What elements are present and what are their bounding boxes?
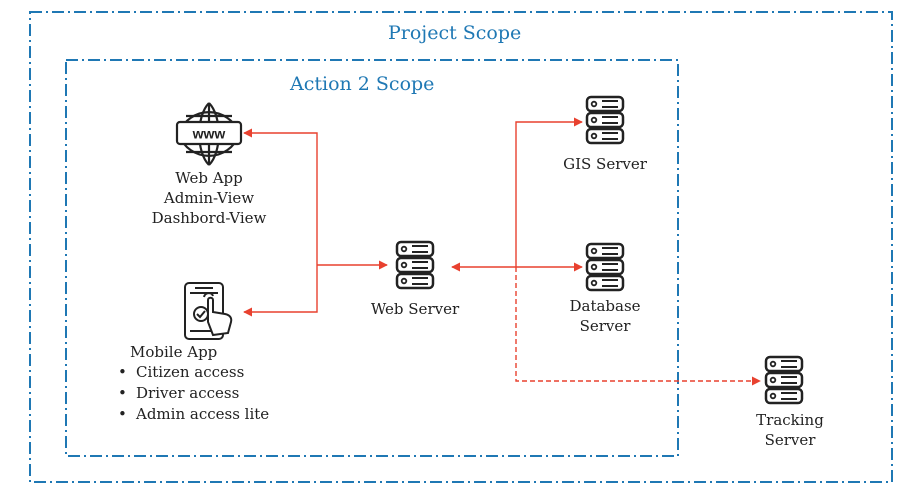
- project-scope-box: [29, 11, 893, 483]
- server-line: Server: [764, 431, 816, 449]
- mobile-app-title: Mobile App: [130, 343, 218, 361]
- mobile-app-features: Citizen access Driver access Admin acces…: [118, 362, 269, 425]
- web-server-icon: [395, 240, 435, 290]
- list-item: Citizen access: [118, 362, 269, 383]
- admin-view-line: Admin-View: [163, 189, 255, 207]
- database-server-label: Database Server: [550, 296, 660, 336]
- mobile-touch-icon: [184, 282, 233, 340]
- gis-server-icon: [585, 95, 625, 145]
- connectors: [243, 117, 761, 386]
- tracking-server-icon: [764, 355, 804, 405]
- dashboard-view-line: Dashbord-View: [151, 209, 267, 227]
- gis-server-label: GIS Server: [563, 155, 647, 173]
- server-line: Server: [579, 317, 631, 335]
- web-app-connector: [243, 128, 318, 265]
- list-item: Driver access: [118, 383, 269, 404]
- tracking-server-connector: [515, 267, 761, 386]
- tracking-server-label: Tracking Server: [735, 410, 845, 450]
- mobile-app-connector: [243, 265, 318, 317]
- web-app-label: Web App Admin-View Dashbord-View: [124, 168, 294, 228]
- action-scope-title: Action 2 Scope: [290, 73, 435, 95]
- database-line: Database: [569, 297, 641, 315]
- tracking-line: Tracking: [756, 411, 824, 429]
- project-scope-title: Project Scope: [388, 22, 522, 44]
- web-server-label: Web Server: [370, 300, 460, 318]
- www-text: www: [192, 126, 226, 142]
- web-app-title: Web App: [175, 169, 243, 187]
- database-server-icon: [585, 242, 625, 292]
- list-item: Admin access lite: [118, 404, 269, 425]
- action-scope-box: [65, 59, 679, 457]
- gis-server-connector: [515, 117, 583, 267]
- globe-www-icon: www: [175, 102, 243, 166]
